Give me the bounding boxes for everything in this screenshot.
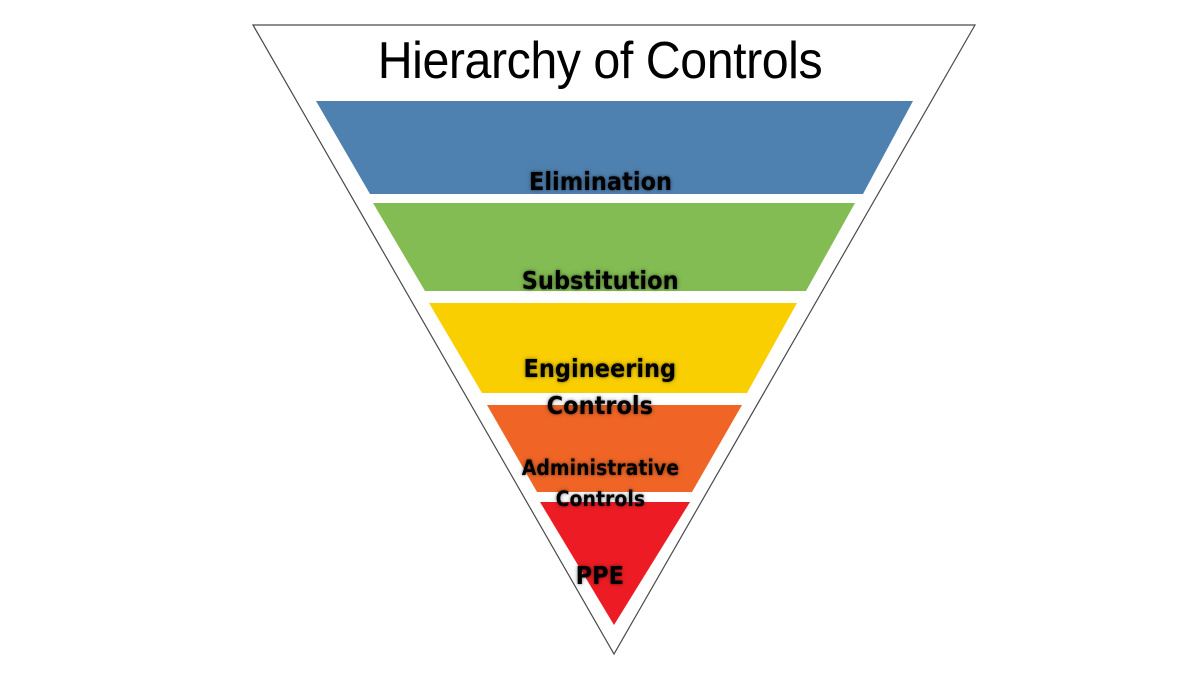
level-label-ppe: PPE: [0, 525, 1200, 593]
level-band-ppe: [540, 502, 690, 625]
level-band-substitution: [373, 203, 855, 291]
level-band-engineering-controls: [429, 303, 797, 393]
diagram-title: Hierarchy of Controls: [0, 28, 1200, 94]
level-label-text: Engineering Controls: [523, 354, 677, 420]
level-label-text: PPE: [575, 561, 625, 590]
level-label-text: Administrative Controls: [521, 456, 679, 511]
level-label-engineering-controls: Engineering Controls: [0, 313, 1200, 424]
level-label-administrative-controls: Administrative Controls: [0, 422, 1200, 515]
level-label-text: Substitution: [521, 266, 679, 295]
level-label-substitution: Substitution: [0, 230, 1200, 298]
diagram-title-text: Hierarchy of Controls: [377, 32, 823, 90]
level-label-elimination: Elimination: [0, 131, 1200, 199]
level-band-administrative-controls: [487, 405, 742, 492]
level-band-elimination: [316, 101, 913, 194]
level-label-text: Elimination: [528, 167, 672, 196]
